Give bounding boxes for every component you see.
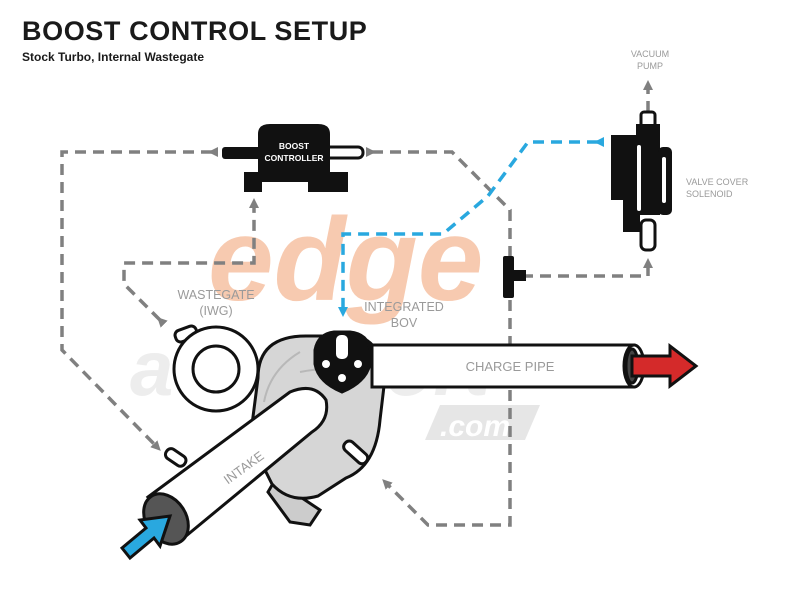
bov-label-2: BOV	[391, 316, 418, 330]
vacuum-pump-label-1: VACUUM	[631, 49, 669, 59]
watermark-domain: .com	[440, 410, 510, 443]
boost-controller[interactable]: BOOST CONTROLLER	[222, 124, 365, 192]
boost-controller-label-2: CONTROLLER	[264, 153, 323, 163]
boost-controller-right-nipple	[323, 145, 365, 160]
valve-cover-solenoid[interactable]	[611, 110, 672, 252]
wastegate-actuator	[172, 324, 260, 413]
boost-controller-left-nipple	[222, 147, 262, 159]
intake-pipe	[145, 386, 329, 539]
vacuum-line-controller-to-turbo	[60, 147, 218, 451]
intake-nipple	[163, 447, 188, 468]
solenoid-body	[611, 124, 660, 232]
turbocharger[interactable]	[135, 324, 646, 553]
boost-controller-label-1: BOOST	[279, 141, 310, 151]
boost-controller-body	[244, 124, 348, 192]
solenoid-bottom-port	[639, 218, 657, 252]
vacuum-line-wastegate-to-controller	[122, 198, 259, 328]
diagram-subtitle: Stock Turbo, Internal Wastegate	[22, 50, 205, 64]
vacuum-pump-label-2: PUMP	[637, 61, 663, 71]
integrated-bov	[313, 330, 372, 394]
intake-air-in-arrow	[119, 514, 173, 561]
pressure-line-solenoid-to-bov	[338, 137, 604, 317]
charge-pipe-label: CHARGE PIPE	[466, 359, 555, 374]
solenoid-label-2: SOLENOID	[686, 189, 733, 199]
bov-label-1: INTEGRATED	[364, 300, 444, 314]
charge-air-out-arrow	[630, 342, 699, 390]
wastegate-label-2: (IWG)	[199, 304, 232, 318]
tee-fitting[interactable]	[503, 256, 526, 298]
compressor-nipple	[342, 439, 370, 466]
diagram-title: BOOST CONTROL SETUP	[22, 16, 368, 46]
solenoid-label-1: VALVE COVER	[686, 177, 749, 187]
vacuum-line-tee-to-solenoid	[516, 258, 653, 281]
charge-pipe	[370, 343, 636, 389]
wastegate-label-1: WASTEGATE	[177, 288, 254, 302]
